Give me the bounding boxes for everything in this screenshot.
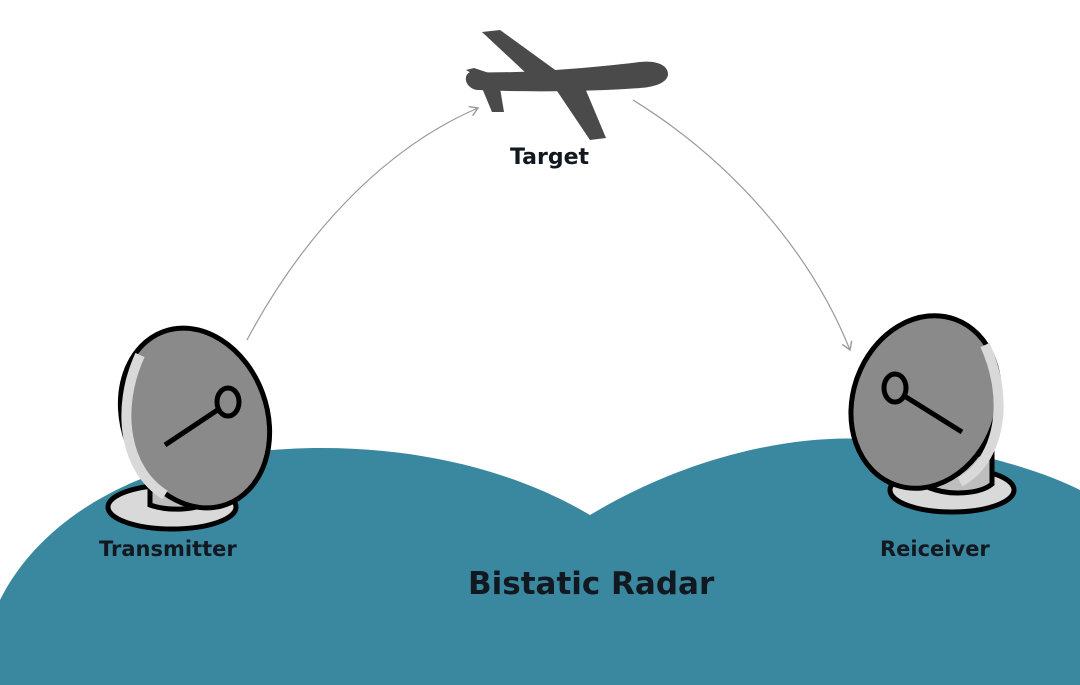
receiver-dish-icon [848, 313, 1017, 515]
receiver-label: Reiceiver [880, 537, 990, 561]
ground-hills [0, 438, 1080, 685]
airplane-icon [465, 30, 668, 140]
signal-arrow-receive [632, 99, 853, 352]
transmitter-label: Transmitter [99, 537, 237, 561]
signal-arrow-transmit [246, 105, 480, 341]
transmitter-dish-icon [105, 325, 273, 532]
diagram-title: Bistatic Radar [468, 566, 715, 602]
target-label: Target [510, 145, 590, 170]
